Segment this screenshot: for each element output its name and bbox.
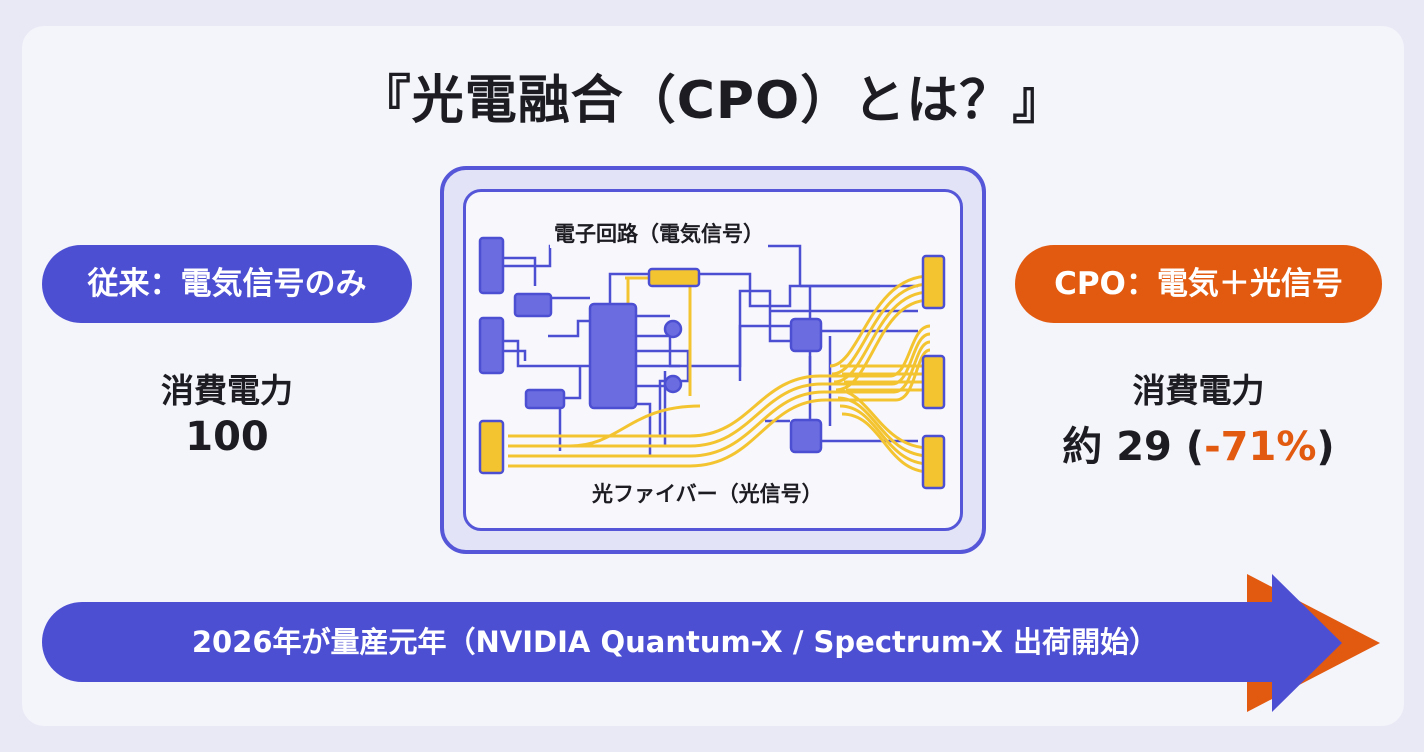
- left-optical-port: [478, 419, 505, 475]
- optical-fibers: [508, 274, 931, 474]
- right-optical-port-bottom: [921, 434, 946, 490]
- cpo-power-prefix: 約 29 (: [1062, 424, 1205, 470]
- optical-component: [647, 267, 701, 288]
- cpo-power-reduction: -71%: [1204, 424, 1317, 470]
- optical-connectors: [478, 254, 946, 490]
- component-node-b: [663, 374, 683, 394]
- electronic-circuit-label: 電子回路（電気信号）: [550, 218, 768, 248]
- main-ic: [588, 302, 638, 410]
- conventional-power-value: 100: [185, 414, 269, 460]
- electric-traces: [503, 244, 918, 456]
- conventional-power-caption: 消費電力: [161, 371, 293, 410]
- component-small-b: [524, 388, 566, 410]
- conventional-label: 従来：電気信号のみ: [42, 245, 412, 323]
- optical-engine-top: [789, 317, 823, 353]
- optical-engine-bottom: [789, 418, 823, 454]
- right-optical-port-middle: [921, 354, 946, 410]
- timeline-label: 2026年が量産元年（NVIDIA Quantum-X / Spectrum-X…: [191, 625, 1159, 659]
- optical-fiber-label: 光ファイバー（光信号）: [588, 478, 827, 508]
- circuit-diagram: [478, 236, 946, 490]
- left-connector-middle: [478, 316, 505, 375]
- timeline-arrow: [42, 574, 1380, 712]
- electronic-components: [478, 236, 823, 454]
- component-small-a: [513, 292, 553, 318]
- cpo-power-suffix: ): [1316, 424, 1335, 470]
- right-optical-port-top: [921, 254, 946, 310]
- component-node-a: [663, 319, 683, 339]
- cpo-power-caption: 消費電力: [1132, 371, 1265, 410]
- cpo-label: CPO：電気＋光信号: [1015, 245, 1382, 323]
- left-connector-top: [478, 236, 505, 295]
- cpo-power-value: 約 29 (-71%): [1015, 414, 1382, 472]
- page-title: 『光電融合（CPO）とは？』: [358, 71, 1066, 131]
- arrow-body: [42, 574, 1342, 712]
